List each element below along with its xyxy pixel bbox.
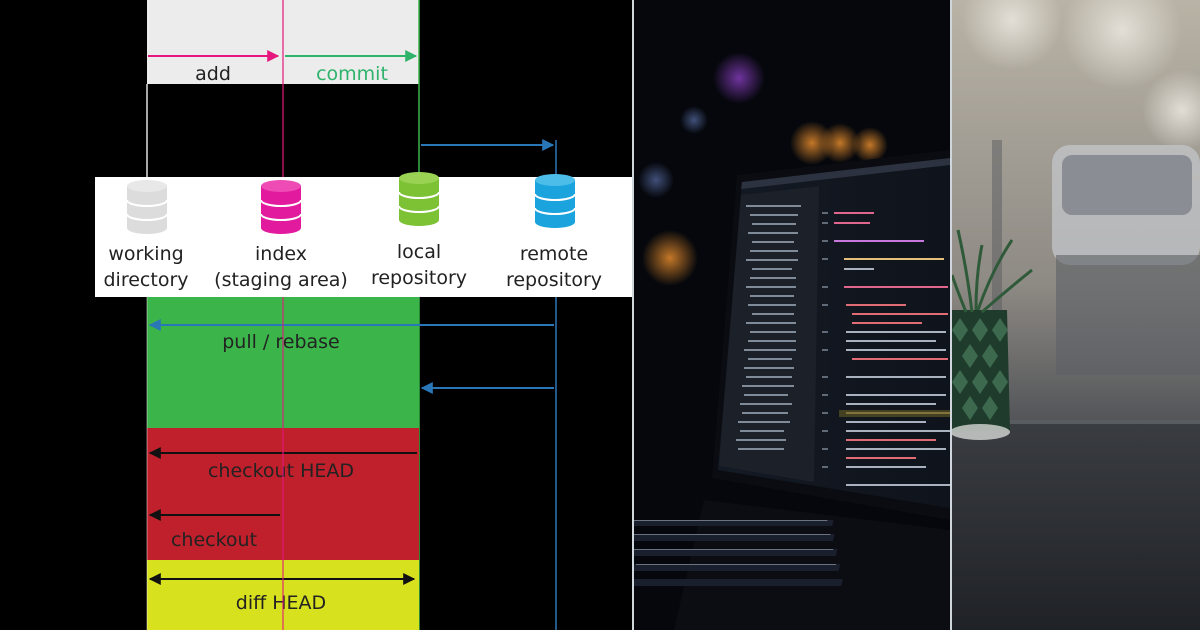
store-label-local-line1: local xyxy=(397,241,441,263)
table-surface xyxy=(952,420,1200,630)
database-icon xyxy=(126,180,168,234)
store-label-working-line2: directory xyxy=(104,269,189,291)
plant-pot xyxy=(952,310,1010,440)
diff-head-label: diff HEAD xyxy=(236,592,326,614)
store-label-remote-line1: remote xyxy=(520,243,588,265)
store-label-remote-line2: repository xyxy=(506,269,602,291)
database-icon xyxy=(534,174,576,228)
store-label-working-line1: working xyxy=(108,243,183,265)
database-icon xyxy=(260,180,302,234)
store-label-local-line2: repository xyxy=(371,267,467,289)
panel-separator xyxy=(950,0,952,630)
add-label: add xyxy=(195,63,231,85)
database-icon xyxy=(398,172,440,226)
store-label-index-line1: index xyxy=(255,243,307,265)
plant-photo-svg xyxy=(952,0,1200,630)
laptop-photo-svg xyxy=(634,0,950,630)
commit-label: commit xyxy=(316,63,388,85)
panel-separator xyxy=(632,0,634,630)
git-workflow-diagram: add commit xyxy=(95,0,632,630)
plant-leaves xyxy=(952,229,1033,314)
pull-rebase-label: pull / rebase xyxy=(222,331,340,353)
laptop-photo xyxy=(634,0,950,630)
git-workflow-svg: add commit xyxy=(95,0,632,630)
checkout-head-label: checkout HEAD xyxy=(208,460,354,482)
store-label-index-line2: (staging area) xyxy=(214,269,348,291)
checkout-label: checkout xyxy=(171,529,257,551)
plant-photo xyxy=(952,0,1200,630)
